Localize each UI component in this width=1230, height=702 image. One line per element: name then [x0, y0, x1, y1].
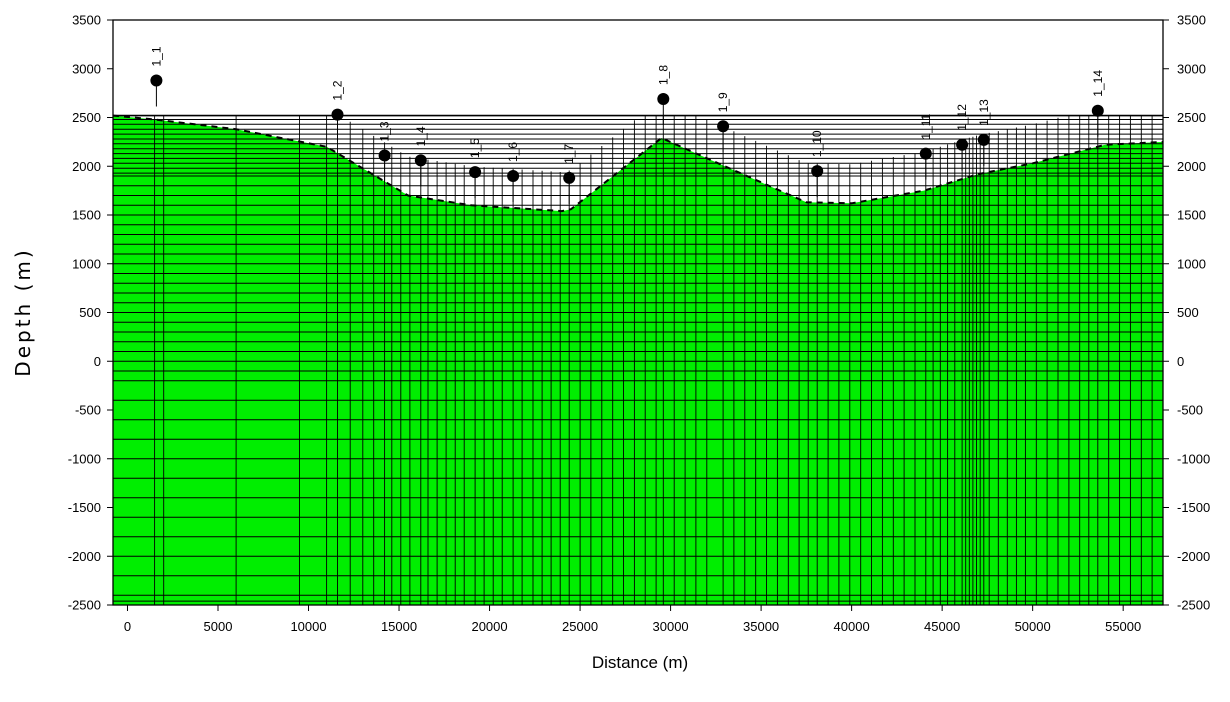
y-tick-label-left: 1000 [72, 256, 101, 271]
well-marker [414, 154, 427, 167]
well-marker [811, 165, 824, 178]
y-tick-label-right: 3000 [1177, 61, 1206, 76]
well-label: 1_12 [955, 104, 969, 131]
y-tick-label-right: -2500 [1177, 598, 1210, 613]
y-tick-label-right: 1500 [1177, 208, 1206, 223]
well-marker [657, 93, 670, 105]
x-tick-label: 45000 [924, 619, 960, 634]
x-tick-label: 0 [124, 619, 131, 634]
y-tick-label-right: 2000 [1177, 159, 1206, 174]
y-tick-label-right: -1000 [1177, 451, 1210, 466]
y-tick-label-left: 3500 [72, 13, 101, 28]
y-tick-label-left: 3000 [72, 61, 101, 76]
y-tick-label-left: -1500 [68, 500, 101, 515]
well-label: 1_1 [149, 46, 163, 66]
well-label: 1_2 [331, 80, 345, 100]
well-marker [977, 133, 990, 146]
well-label: 1_6 [506, 142, 520, 162]
y-tick-label-left: 2500 [72, 110, 101, 125]
well-marker [1091, 104, 1104, 117]
x-tick-label: 30000 [653, 619, 689, 634]
x-tick-label: 5000 [204, 619, 233, 634]
well-label: 1_10 [810, 130, 824, 157]
wells-layer: 1_1 1_2 1_3 1_4 1_5 1_6 1_7 1_8 1_9 1_10 1_11 1_12 1… [149, 46, 1105, 204]
well-marker [378, 149, 391, 162]
y-tick-label-right: -500 [1177, 403, 1203, 418]
well-label: 1_7 [562, 144, 576, 164]
well-marker [469, 166, 482, 179]
x-tick-label: 55000 [1105, 619, 1141, 634]
x-tick-label: 20000 [471, 619, 507, 634]
well-marker [563, 171, 576, 184]
well-marker [956, 138, 969, 151]
y-tick-label-left: 2000 [72, 159, 101, 174]
x-tick-label: 15000 [381, 619, 417, 634]
well-marker [717, 120, 730, 133]
x-axis-title: Distance (m) [592, 653, 688, 672]
well-label: 1_8 [656, 65, 670, 85]
y-tick-label-left: -500 [75, 403, 101, 418]
model-fill-layer [113, 115, 1163, 605]
well-label: 1_4 [414, 126, 428, 146]
y-tick-label-left: 0 [94, 354, 101, 369]
well-label: 1_5 [468, 138, 482, 158]
x-tick-label: 40000 [834, 619, 870, 634]
x-tick-label: 35000 [743, 619, 779, 634]
y-tick-label-right: 3500 [1177, 13, 1206, 28]
well-marker [507, 170, 520, 182]
well-marker [919, 147, 932, 160]
well-label: 1_14 [1091, 70, 1105, 97]
model-grid-layer [113, 114, 1163, 605]
well-label: 1_9 [716, 92, 730, 112]
x-tick-label: 50000 [1015, 619, 1051, 634]
x-tick-label: 10000 [290, 619, 326, 634]
x-tick-label: 25000 [562, 619, 598, 634]
y-tick-label-right: 2500 [1177, 110, 1206, 125]
y-tick-label-right: -1500 [1177, 500, 1210, 515]
y-tick-label-right: 0 [1177, 354, 1184, 369]
well-marker [331, 108, 344, 121]
y-tick-label-right: -2000 [1177, 549, 1210, 564]
y-tick-label-left: -2500 [68, 598, 101, 613]
well-label: 1_13 [977, 99, 991, 126]
basement-area [113, 115, 1163, 605]
y-tick-label-left: 1500 [72, 208, 101, 223]
y-tick-label-right: 500 [1177, 305, 1199, 320]
y-tick-label-left: -1000 [68, 451, 101, 466]
y-tick-label-left: -2000 [68, 549, 101, 564]
y-axis-title: Depth (m) [11, 247, 35, 376]
well-marker [150, 74, 163, 87]
y-tick-label-left: 500 [79, 305, 101, 320]
y-tick-label-right: 1000 [1177, 256, 1206, 271]
well-label: 1_11 [919, 113, 933, 139]
well-label: 1_3 [378, 121, 392, 141]
